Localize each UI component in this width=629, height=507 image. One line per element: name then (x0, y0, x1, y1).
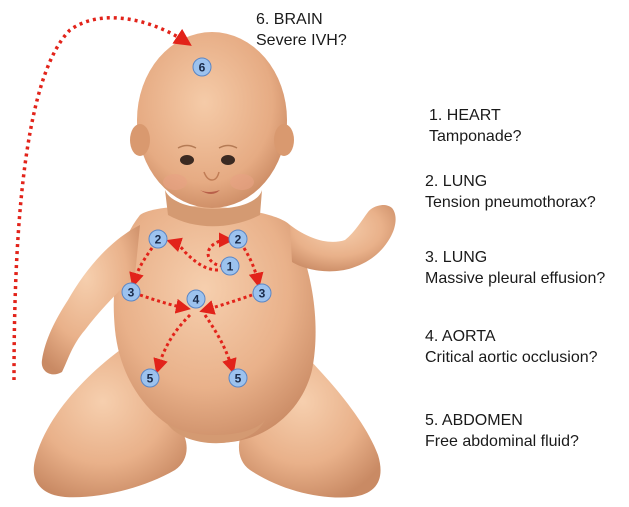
marker-1-label: 1 (227, 260, 234, 274)
infant-body (34, 190, 396, 498)
marker-3-right: 3 (253, 284, 271, 302)
left-eye (180, 155, 194, 165)
label-brain-question: Severe IVH? (256, 30, 347, 51)
head (137, 32, 287, 208)
marker-3-right-label: 3 (259, 287, 266, 301)
label-lung-effusion: 3. LUNG Massive pleural effusion? (425, 247, 605, 289)
label-aorta-organ: 4. AORTA (425, 326, 598, 347)
label-lung-pneumothorax: 2. LUNG Tension pneumothorax? (425, 171, 596, 213)
label-brain-organ: 6. BRAIN (256, 9, 347, 30)
marker-2-left-label: 2 (155, 233, 162, 247)
label-lung-2-question: Tension pneumothorax? (425, 192, 596, 213)
right-arm (290, 205, 396, 271)
marker-4-label: 4 (193, 293, 200, 307)
marker-5-right-label: 5 (235, 372, 242, 386)
label-lung-2-organ: 2. LUNG (425, 171, 596, 192)
marker-4: 4 (187, 290, 205, 308)
label-heart-organ: 1. HEART (429, 105, 522, 126)
label-abdomen-question: Free abdominal fluid? (425, 431, 579, 452)
marker-2-left: 2 (149, 230, 167, 248)
label-heart: 1. HEART Tamponade? (429, 105, 522, 147)
marker-1: 1 (221, 257, 239, 275)
left-ear (130, 124, 150, 156)
left-cheek (163, 174, 187, 190)
label-abdomen-organ: 5. ABDOMEN (425, 410, 579, 431)
marker-3-left: 3 (122, 283, 140, 301)
marker-3-left-label: 3 (128, 286, 135, 300)
infant-head (130, 32, 294, 208)
marker-2-right-label: 2 (235, 233, 242, 247)
right-cheek (230, 174, 254, 190)
right-ear (274, 124, 294, 156)
label-abdomen: 5. ABDOMEN Free abdominal fluid? (425, 410, 579, 452)
label-brain: 6. BRAIN Severe IVH? (256, 9, 347, 51)
marker-2-right: 2 (229, 230, 247, 248)
label-aorta: 4. AORTA Critical aortic occlusion? (425, 326, 598, 368)
marker-5-left: 5 (141, 369, 159, 387)
marker-6: 6 (193, 58, 211, 76)
marker-5-right: 5 (229, 369, 247, 387)
marker-6-label: 6 (199, 61, 206, 75)
label-aorta-question: Critical aortic occlusion? (425, 347, 598, 368)
marker-5-left-label: 5 (147, 372, 154, 386)
label-lung-3-organ: 3. LUNG (425, 247, 605, 268)
right-eye (221, 155, 235, 165)
label-heart-question: Tamponade? (429, 126, 522, 147)
label-lung-3-question: Massive pleural effusion? (425, 268, 605, 289)
